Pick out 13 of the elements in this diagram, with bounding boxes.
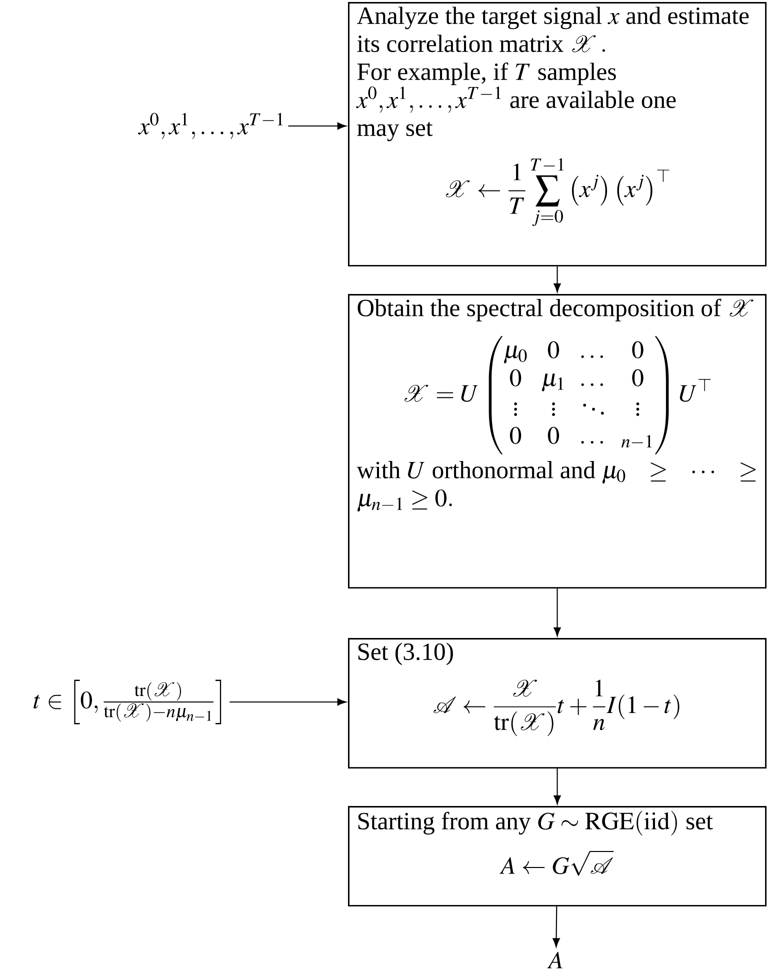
arrow bbox=[554, 768, 561, 804]
output-label: $A$ bbox=[547, 952, 562, 968]
process-box: $\text{Obtain the spectral decomposition of } \mathscr{X}$ $\mathscr{X} = U \begin{pmatrix} \mu_0 & 0 & \dots & 0 \\ 0 & \mu_1 & \dots & 0 \\ \vdots & \vdots & \ddots & \vdots \\ 0 & 0 & \dots & {}_{n-1} \end{pmatrix} U^{\top}$ $\text{with } U \text{ orthonormal and } \mu_0 \geq \cdots \geq \allowbreak \mu_{n-1} \geq 0.$ bbox=[348, 294, 767, 589]
arrow bbox=[288, 122, 346, 130]
arrow bbox=[554, 266, 561, 292]
process-box: $\text{Analyze the target signal } x \text{ and estimate }\allowbreak\text{its correlation matrix } \mathscr{X}\,.$ $\text{For example, if } T \text{ samples }\allowbreak x^0, x^1, \dots, x^{T-1} \text{ are available one }\allowbreak\text{may set}$ $\mathscr{X} \leftarrow \frac{1}{T}\sum_{j=0}^{T-1}\left(x^j\right)\left(x^j\right)^{\top}$ bbox=[348, 2, 767, 266]
input-label: $x^0, x^1, \dots, x^{T-1}$ bbox=[138, 112, 283, 139]
process-box: $\text{Starting from any } G \sim \mathrm{RGE}(\mathrm{iid}) \text{ set}$ $A \leftarrow G\sqrt{\mathscr{A}}$ bbox=[348, 806, 767, 906]
arrow bbox=[552, 906, 560, 948]
input-label: $t \in \left[0, \frac{\operatorname{tr}(\mathscr{X})}{\operatorname{tr}(\mathscr{X}) - n\mu_{n-1}}\right]$ bbox=[34, 680, 222, 724]
arrow bbox=[554, 588, 561, 636]
arrow bbox=[230, 698, 346, 706]
process-box: Set (3.10) $\mathscr{A} \leftarrow \frac{\mathscr{X}}{\operatorname{tr}(\mathscr{X})} t + \frac{1}{n} I (1-t)$ bbox=[348, 638, 767, 769]
